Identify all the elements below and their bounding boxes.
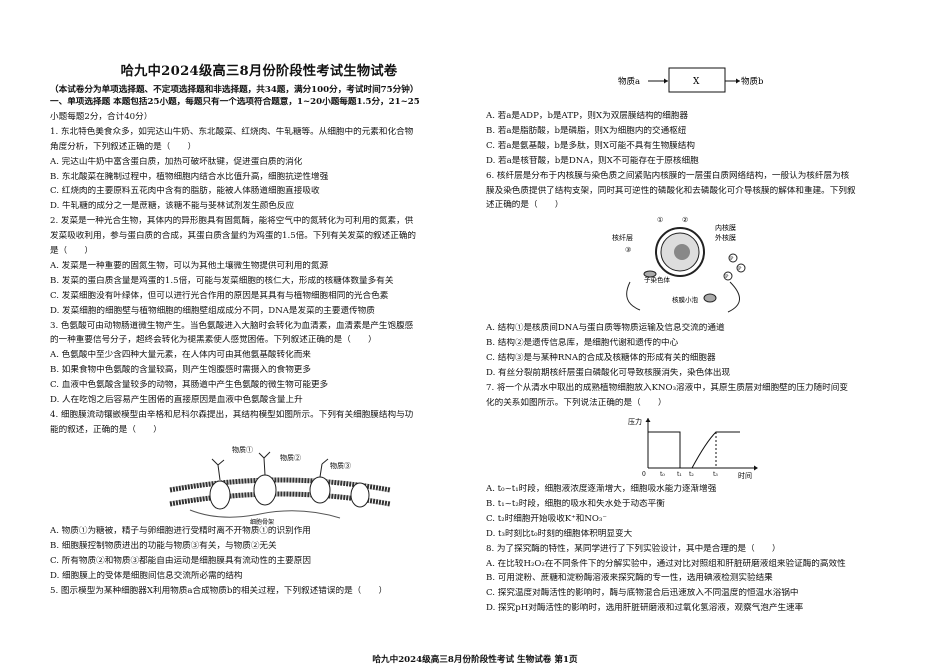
pressure-time-graph: 压力 时间 0 t₀ t₁ t₂ t₃ bbox=[628, 417, 758, 480]
text-line: A. 物质①为糖被，精子与卵细胞进行受精时离不开物质①的识别作用 bbox=[50, 526, 311, 536]
fig6-label-1: ① bbox=[657, 216, 663, 224]
fig6-label-lamina: 核纤层 bbox=[612, 233, 633, 242]
fig7-t0: t₀ bbox=[660, 471, 665, 478]
membrane-bilayer bbox=[169, 451, 391, 519]
text-line: C. 结构③是与某种RNA的合成及核糖体的形成有关的细胞器 bbox=[486, 352, 716, 363]
text-line: 发菜吸收利用，参与蛋白质的合成，其蛋白质含量约为鸡蛋的1.5倍。下列有关发菜的叙… bbox=[50, 231, 417, 242]
fig7-xlabel: 时间 bbox=[738, 471, 752, 480]
page-title: 哈九中2024级高三8月份阶段性考试生物试卷 bbox=[120, 64, 398, 79]
text-line: C. 探究温度对酶活性的影响时，酶与底物混合后迅速放入不同温度的恒温水浴锅中 bbox=[486, 588, 799, 599]
text-line: C. 红烧肉的主要原料五花肉中含有的脂肪，能被人体肠道细胞直接吸收 bbox=[50, 186, 320, 197]
text-line: B. 细胞膜控制物质进出的功能与物质③有关，与物质②无关 bbox=[50, 540, 277, 551]
text-line: D. 牛轧糖的成分之一是蔗糖，该糖不能与斐林试剂发生颜色反应 bbox=[50, 201, 295, 212]
fig6-p1: P bbox=[730, 256, 734, 262]
text-line: 2. 发菜是一种光合生物，其体内的异形胞具有固氮酶，能将空气中的氮转化为可利用的… bbox=[50, 216, 414, 227]
text-line: A. 在比较H₂O₂在不同条件下的分解实验中，通过对比对照组和肝脏研磨液组来验证… bbox=[486, 558, 846, 569]
text-line: D. 细胞膜上的受体是细胞间信息交流所必需的结构 bbox=[50, 570, 243, 581]
text-line: C. 血液中色氨酸含量较多的动物，其肠道中产生色氨酸的微生物可能更多 bbox=[50, 380, 329, 391]
text-line: 8. 为了探究酶的特性，某同学进行了下列实验设计，其中是合理的是（ ） bbox=[486, 543, 781, 554]
text-line: C. 所有物质②和物质③都能自由运动是细胞膜具有流动性的主要原因 bbox=[50, 555, 311, 566]
text-line: 述正确的是（ ） bbox=[486, 200, 564, 211]
text-line: D. 发菜细胞的细胞壁与植物细胞的细胞壁组成成分不同，DNA是发菜的主要遗传物质 bbox=[50, 305, 375, 316]
text-line: D. 若a是核苷酸，b是DNA，则X不可能存在于原核细胞 bbox=[486, 155, 699, 166]
text-line: 5. 图示模型为某种细胞器X利用物质a合成物质b的相关过程，下列叙述错误的是（ … bbox=[50, 585, 388, 596]
fig5-right: 物质b bbox=[741, 76, 764, 87]
fig6-p2: P bbox=[738, 266, 742, 272]
text-line: 1. 东北特色美食众多，如完达山牛奶、东北酸菜、红烧肉、牛轧糖等。从细胞中的元素… bbox=[50, 126, 414, 137]
text-line: 6. 核纤层是分布于内核膜与染色质之间紧贴内核膜的一层蛋白质网络结构，一般认为核… bbox=[486, 170, 850, 181]
text-line: 3. 色氨酸可由动物肠道微生物产生。当色氨酸进入大脑时会转化为血清素，血清素是产… bbox=[50, 320, 414, 331]
fig6-label-inner: 内核膜 bbox=[715, 223, 736, 232]
text-line: A. 发菜是一种重要的固氮生物，可以为其他土壤微生物提供可利用的氮源 bbox=[50, 260, 329, 271]
fig6-label-vesicle: 核膜小泡 bbox=[672, 295, 699, 304]
text-line: 能的叙述，正确的是（ ） bbox=[50, 424, 162, 435]
text-line: C. 若a是氨基酸，b是多肽，则X可能不具有生物膜结构 bbox=[486, 140, 695, 151]
text-line: D. t₃时刻比t₀时刻的细胞体积明显变大 bbox=[486, 528, 633, 539]
text-line: B. 发菜的蛋白质含量是鸡蛋的1.5倍，可能与发菜细胞的核仁大，形成的核糖体数量… bbox=[50, 275, 394, 286]
nucleus-figure: P P P ① ② 核纤层 ③ 内核膜 外核膜 子染色体 核膜小泡 bbox=[612, 216, 746, 313]
text-line: D. 探究pH对酶活性的影响时，选用肝脏研磨液和过氧化氢溶液，观察气泡产生速率 bbox=[486, 603, 804, 614]
text-line: B. 若a是脂肪酸，b是磷脂，则X为细胞内的交通枢纽 bbox=[486, 125, 687, 136]
text-line: A. 色氨酸中至少含四种大量元素，在人体内可由其他氨基酸转化而来 bbox=[50, 350, 311, 361]
text-line: 一、单项选择题 本题包括25小题，每题只有一个选项符合题意，1~20小题每题1.… bbox=[50, 97, 420, 107]
fig5-left: 物质a bbox=[618, 76, 640, 87]
text-line: B. 可用淀粉、蔗糖和淀粉酶溶液来探究酶的专一性，选用碘液检测实验结果 bbox=[486, 573, 773, 584]
fig6-label-3: ③ bbox=[625, 246, 631, 254]
page-footer: 哈九中2024级高三8月份阶段性考试 生物试卷 第1页 bbox=[372, 655, 578, 665]
text-line: 化的关系如图所示。下列说法正确的是（ ） bbox=[486, 397, 667, 408]
text-line: 是（ ） bbox=[50, 246, 93, 256]
text-line: B. 如果食物中色氨酸的含量较高，则产生饱腹感时需摄入的食物更多 bbox=[50, 365, 311, 376]
text-line: 小题每题2分，合计40分） bbox=[50, 111, 153, 122]
fig7-origin: 0 bbox=[642, 471, 646, 478]
text-line: A. t₀~t₁时段，细胞液浓度逐渐增大，细胞吸水能力逐渐增强 bbox=[486, 484, 717, 494]
text-line: B. t₁~t₂时段，细胞的吸水和失水处于动态平衡 bbox=[486, 498, 665, 509]
fig6-label-chrom: 子染色体 bbox=[644, 275, 671, 284]
fig4-caption: 细胞骨架 bbox=[250, 518, 274, 526]
text-line: A. 若a是ADP，b是ATP，则X为双层膜结构的细胞器 bbox=[486, 111, 689, 121]
text-line: 角度分析，下列叙述正确的是（ ） bbox=[50, 141, 197, 152]
fig6-p3: P bbox=[725, 274, 729, 280]
fig7-ylabel: 压力 bbox=[628, 417, 642, 426]
fig7-t2: t₂ bbox=[689, 471, 694, 478]
membrane-figure: 物质① 物质② 物质③ 细胞骨架 bbox=[169, 445, 391, 526]
fig6-label-2: ② bbox=[682, 216, 688, 224]
organelle-model-figure: 物质a X 物质b bbox=[618, 67, 764, 93]
fig4-label-1: 物质① bbox=[232, 445, 253, 454]
text-line: C. 发菜细胞没有叶绿体，但可以进行光合作用的原因是其具有与植物细胞相同的光合色… bbox=[50, 290, 389, 301]
text-line: B. 东北酸菜在腌制过程中，植物细胞内结合水比值升高，细胞抗逆性增强 bbox=[50, 171, 329, 182]
text-line: D. 有丝分裂前期核纤层蛋白磷酸化可导致核膜消失，染色体出现 bbox=[486, 367, 731, 378]
text-line: 膜及染色质提供了结构支架，同时其可逆性的磷酸化和去磷酸化可介导核膜的解体和重建。… bbox=[486, 185, 856, 196]
fig4-label-3: 物质③ bbox=[330, 461, 351, 470]
text-line: C. t₂时细胞开始吸收K⁺和NO₃⁻ bbox=[486, 513, 607, 524]
fig7-t3: t₃ bbox=[713, 471, 718, 478]
exam-note: （本试卷分为单项选择题、不定项选择题和非选择题，共34题，满分100分，考试时间… bbox=[50, 85, 419, 95]
text-line: 4. 细胞膜流动镶嵌模型由辛格和尼科尔森提出，其结构模型如图所示。下列有关细胞膜… bbox=[50, 409, 414, 420]
fig4-label-2: 物质② bbox=[280, 453, 301, 462]
text-line: B. 结构②是遗传信息库，是细胞代谢和遗传的中心 bbox=[486, 337, 679, 348]
fig6-label-outer: 外核膜 bbox=[715, 233, 736, 242]
text-line: D. 人在吃饱之后容易产生困倦的直接原因是血液中色氨酸含量上升 bbox=[50, 395, 303, 405]
text-line: A. 结构①是核质间DNA与蛋白质等物质运输及信息交流的通道 bbox=[486, 323, 725, 333]
text-line: 7. 将一个从清水中取出的成熟植物细胞放入KNO₃溶液中，其原生质层对细胞壁的压… bbox=[486, 382, 848, 393]
fig5-box: X bbox=[693, 77, 700, 87]
fig7-t1: t₁ bbox=[677, 471, 682, 478]
text-line: 的一种重要信号分子，超终会转化为褪黑素使人感觉困倦。下列叙述正确的是（ ） bbox=[50, 335, 377, 346]
text-line: A. 完达山牛奶中富含蛋白质，加热可破坏肽键，促进蛋白质的消化 bbox=[50, 156, 303, 167]
